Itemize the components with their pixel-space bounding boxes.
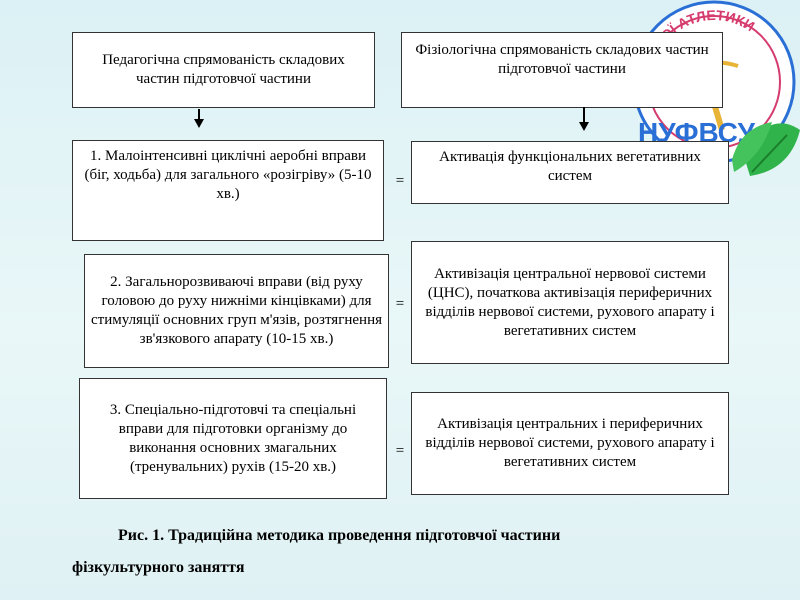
row2-equals-sign: = [395,296,405,312]
row3-right-box: Активізація центральних і периферичних в… [411,392,729,495]
row2-left-box: 2. Загальнорозвиваючі вправи (від руху г… [84,254,389,368]
physiological-header-text: Фізіологічна спрямованість складових час… [415,42,709,77]
figure-caption-line1: Рис. 1. Традиційна методика проведення п… [118,527,561,544]
row3-left-text: 3. Спеціально-підготовчі та спеціальні в… [109,401,357,475]
row1-left-text: 1. Малоінтенсивні циклічні аеробні вправ… [84,148,372,202]
row1-right-text: Активація функціональних вегетативних си… [439,149,701,184]
right-down-arrow [579,107,589,131]
pedagogical-header-text: Педагогічна спрямованість складових част… [102,52,345,87]
pedagogical-header-box: Педагогічна спрямованість складових част… [72,32,375,108]
row2-right-text: Активізація центральної нервової системи… [425,265,715,339]
row1-equals-sign: = [395,173,405,189]
figure-caption-line2: фізкультурного заняття [72,559,245,576]
row1-left-box: 1. Малоінтенсивні циклічні аеробні вправ… [72,140,384,241]
row1-right-box: Активація функціональних вегетативних си… [411,141,729,204]
row3-equals-sign: = [395,443,405,459]
row3-left-box: 3. Спеціально-підготовчі та спеціальні в… [79,378,387,499]
row2-left-text: 2. Загальнорозвиваючі вправи (від руху г… [91,274,382,347]
left-down-arrow [194,109,204,128]
row3-right-text: Активізація центральних і периферичних в… [425,416,715,470]
physiological-header-box: Фізіологічна спрямованість складових час… [401,32,723,108]
row2-right-box: Активізація центральної нервової системи… [411,241,729,364]
